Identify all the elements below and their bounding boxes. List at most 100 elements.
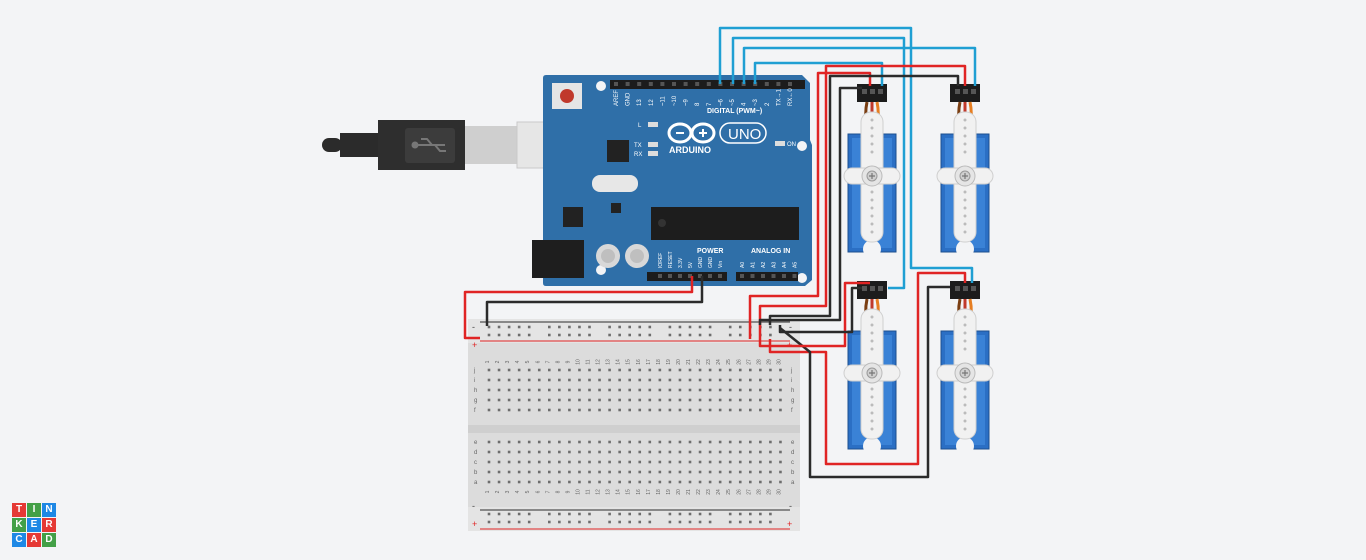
- rail-hole[interactable]: [678, 325, 682, 329]
- breadboard-hole[interactable]: [517, 480, 521, 484]
- breadboard-hole[interactable]: [628, 408, 631, 412]
- breadboard-hole[interactable]: [648, 460, 652, 464]
- breadboard-hole[interactable]: [749, 450, 752, 454]
- usb-cable[interactable]: [322, 120, 580, 170]
- breadboard-hole[interactable]: [588, 388, 591, 392]
- power-jack[interactable]: [532, 240, 584, 278]
- breadboard-hole[interactable]: [578, 398, 581, 402]
- wire-servo1-signal[interactable]: [718, 26, 974, 283]
- breadboard-hole[interactable]: [749, 388, 752, 392]
- breadboard-hole[interactable]: [548, 388, 551, 392]
- breadboard-hole[interactable]: [658, 440, 662, 444]
- breadboard-hole[interactable]: [578, 368, 581, 372]
- breadboard-hole[interactable]: [537, 388, 541, 392]
- breadboard-hole[interactable]: [568, 378, 571, 382]
- analog-pin-hole[interactable]: [771, 274, 776, 278]
- breadboard-hole[interactable]: [548, 480, 551, 484]
- rail-hole[interactable]: [578, 520, 581, 524]
- analog-pin-hole[interactable]: [750, 274, 755, 278]
- breadboard-hole[interactable]: [608, 460, 611, 464]
- breadboard-hole[interactable]: [487, 460, 491, 464]
- breadboard-hole[interactable]: [527, 408, 531, 412]
- breadboard-hole[interactable]: [638, 440, 642, 444]
- breadboard-hole[interactable]: [738, 440, 742, 444]
- breadboard-hole[interactable]: [517, 460, 521, 464]
- breadboard-hole[interactable]: [598, 368, 601, 372]
- breadboard-hole[interactable]: [578, 450, 581, 454]
- rail-hole[interactable]: [738, 325, 742, 329]
- wire-5v-red[interactable]: [463, 276, 694, 340]
- breadboard-hole[interactable]: [568, 450, 571, 454]
- breadboard-hole[interactable]: [618, 408, 621, 412]
- breadboard-hole[interactable]: [668, 368, 672, 372]
- breadboard-hole[interactable]: [648, 368, 652, 372]
- wire-rail-red-4[interactable]: [758, 281, 870, 348]
- breadboard-hole[interactable]: [497, 408, 501, 412]
- rail-hole[interactable]: [517, 325, 521, 329]
- breadboard-hole[interactable]: [688, 398, 692, 402]
- breadboard-hole[interactable]: [678, 450, 682, 454]
- breadboard-hole[interactable]: [487, 440, 491, 444]
- rail-hole[interactable]: [568, 325, 571, 329]
- breadboard-hole[interactable]: [558, 460, 561, 464]
- rail-hole[interactable]: [548, 512, 551, 516]
- breadboard-hole[interactable]: [708, 480, 712, 484]
- breadboard-hole[interactable]: [558, 368, 561, 372]
- breadboard-hole[interactable]: [588, 408, 591, 412]
- breadboard-hole[interactable]: [537, 440, 541, 444]
- breadboard-hole[interactable]: [527, 470, 531, 474]
- breadboard-hole[interactable]: [749, 398, 752, 402]
- breadboard-hole[interactable]: [517, 450, 521, 454]
- rail-hole[interactable]: [608, 520, 611, 524]
- breadboard-hole[interactable]: [598, 408, 601, 412]
- breadboard-hole[interactable]: [779, 460, 782, 464]
- rail-hole[interactable]: [588, 512, 591, 516]
- breadboard-hole[interactable]: [769, 368, 772, 372]
- breadboard-hole[interactable]: [588, 480, 591, 484]
- breadboard-hole[interactable]: [759, 460, 762, 464]
- rail-hole[interactable]: [487, 333, 491, 337]
- breadboard-hole[interactable]: [548, 368, 551, 372]
- rail-hole[interactable]: [648, 333, 652, 337]
- breadboard-hole[interactable]: [628, 480, 631, 484]
- rail-hole[interactable]: [628, 512, 631, 516]
- digital-pin-hole[interactable]: [788, 82, 792, 86]
- breadboard-hole[interactable]: [568, 480, 571, 484]
- breadboard-hole[interactable]: [759, 368, 762, 372]
- breadboard-hole[interactable]: [668, 480, 672, 484]
- breadboard-hole[interactable]: [608, 450, 611, 454]
- breadboard-hole[interactable]: [688, 480, 692, 484]
- breadboard-hole[interactable]: [618, 450, 621, 454]
- rail-hole[interactable]: [638, 512, 642, 516]
- breadboard-hole[interactable]: [648, 398, 652, 402]
- rail-hole[interactable]: [578, 325, 581, 329]
- breadboard-hole[interactable]: [487, 480, 491, 484]
- breadboard-hole[interactable]: [668, 398, 672, 402]
- rail-hole[interactable]: [688, 333, 692, 337]
- rail-hole[interactable]: [628, 520, 631, 524]
- breadboard-hole[interactable]: [738, 368, 742, 372]
- breadboard-hole[interactable]: [487, 398, 491, 402]
- breadboard-hole[interactable]: [728, 460, 732, 464]
- rail-hole[interactable]: [558, 333, 561, 337]
- breadboard-hole[interactable]: [769, 408, 772, 412]
- breadboard-hole[interactable]: [759, 480, 762, 484]
- breadboard-hole[interactable]: [507, 388, 511, 392]
- rail-hole[interactable]: [558, 512, 561, 516]
- breadboard-hole[interactable]: [507, 408, 511, 412]
- rail-hole[interactable]: [618, 325, 621, 329]
- rail-hole[interactable]: [608, 325, 611, 329]
- breadboard-hole[interactable]: [588, 398, 591, 402]
- breadboard-hole[interactable]: [698, 470, 702, 474]
- breadboard-hole[interactable]: [537, 460, 541, 464]
- breadboard-hole[interactable]: [658, 388, 662, 392]
- rail-hole[interactable]: [698, 333, 702, 337]
- breadboard-hole[interactable]: [668, 388, 672, 392]
- breadboard-hole[interactable]: [688, 450, 692, 454]
- breadboard-hole[interactable]: [598, 460, 601, 464]
- breadboard-hole[interactable]: [628, 460, 631, 464]
- breadboard-hole[interactable]: [598, 378, 601, 382]
- rail-hole[interactable]: [497, 333, 501, 337]
- breadboard-hole[interactable]: [728, 398, 732, 402]
- breadboard-hole[interactable]: [668, 440, 672, 444]
